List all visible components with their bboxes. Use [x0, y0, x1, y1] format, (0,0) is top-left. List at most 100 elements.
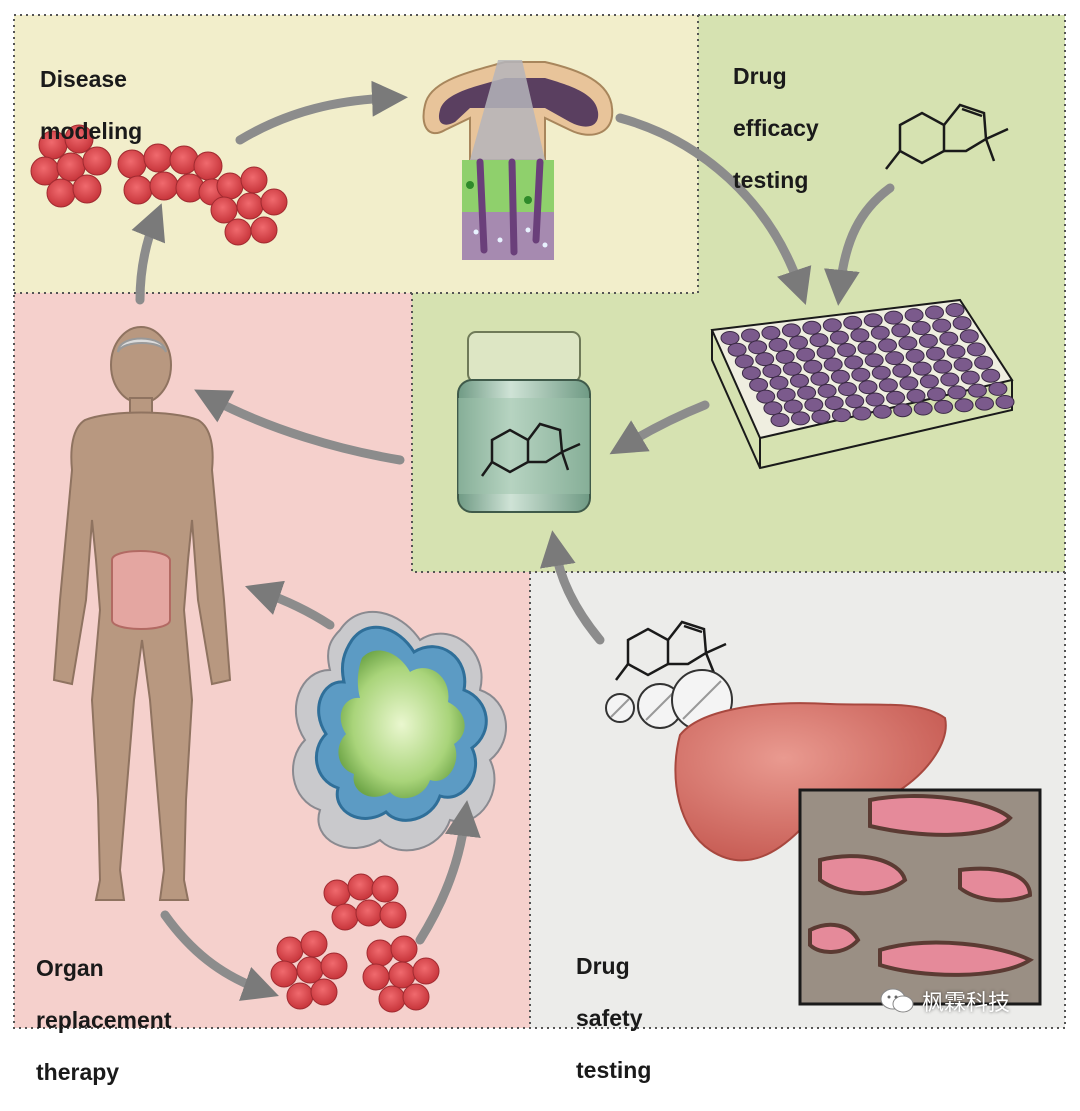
well	[892, 363, 912, 378]
arrow-bottle-to-body	[194, 389, 405, 465]
well	[934, 399, 954, 414]
diagram-stage: Disease modeling Drug efficacy testing O…	[13, 14, 1066, 1085]
label-line: Drug	[733, 63, 787, 89]
region-label-organ-replacement-therapy: Organ replacement therapy	[36, 929, 172, 1111]
well	[906, 388, 926, 403]
well	[775, 349, 795, 364]
well	[768, 337, 788, 352]
label-line: modeling	[40, 118, 143, 144]
well	[817, 383, 837, 398]
well	[995, 395, 1015, 409]
arrow-body-to-clusters	[131, 203, 166, 305]
well	[946, 344, 966, 359]
liver-tissue-inset-icon	[798, 788, 1042, 1006]
wechat-icon	[880, 988, 914, 1013]
arrow-plate-to-bottle	[609, 400, 710, 455]
well	[720, 331, 740, 345]
well	[945, 303, 965, 317]
well	[755, 352, 775, 367]
well	[829, 330, 849, 345]
well	[959, 329, 979, 344]
well	[824, 396, 844, 410]
well	[872, 404, 892, 419]
well	[940, 372, 960, 387]
well	[803, 359, 823, 374]
cell-cluster-icon	[117, 143, 226, 206]
region-label-disease-modeling: Disease modeling	[40, 40, 142, 170]
well	[851, 367, 871, 382]
well	[804, 397, 824, 412]
cell-cluster-icon	[362, 935, 440, 1013]
disease-region-dotted-border	[14, 15, 699, 294]
watermark-text: 枫霖科技	[922, 991, 1011, 1016]
well	[878, 378, 898, 393]
brain-organoid-icon	[422, 60, 614, 260]
well-plate-icon	[710, 298, 1015, 470]
well	[822, 318, 842, 333]
well	[790, 373, 809, 388]
well	[838, 382, 857, 396]
well	[831, 408, 851, 423]
watermark: 枫霖科技	[880, 985, 1010, 1017]
well	[927, 387, 946, 402]
well	[919, 374, 939, 389]
well	[810, 371, 830, 386]
well	[926, 346, 945, 361]
well	[939, 331, 959, 346]
well	[770, 413, 790, 427]
label-line: testing	[733, 167, 809, 193]
label-line: therapy	[36, 1059, 120, 1085]
well	[954, 398, 974, 413]
well	[947, 385, 967, 400]
well	[974, 355, 994, 370]
liver-icon	[674, 702, 947, 862]
molecule-icon	[885, 103, 1009, 170]
well	[734, 354, 754, 369]
well	[782, 361, 802, 376]
well	[741, 328, 760, 343]
well	[864, 353, 884, 368]
well	[966, 342, 986, 357]
label-line: Drug	[576, 953, 630, 979]
well	[843, 315, 863, 330]
well	[891, 323, 911, 338]
drug-bottle-icon	[457, 331, 591, 513]
well	[763, 401, 783, 416]
well	[844, 355, 864, 370]
well	[756, 389, 776, 404]
arrow-organoid-to-body	[244, 580, 335, 630]
well	[863, 313, 883, 328]
arrow-molecule-to-plate	[823, 183, 895, 306]
well	[975, 396, 994, 411]
human-body-icon	[52, 326, 232, 901]
well	[885, 351, 905, 366]
well	[837, 343, 857, 357]
well	[802, 320, 822, 335]
well	[748, 340, 768, 355]
well	[791, 411, 810, 426]
well	[988, 381, 1008, 396]
well	[967, 383, 987, 398]
well	[933, 359, 953, 374]
well	[884, 310, 904, 325]
well	[811, 409, 831, 424]
well	[952, 316, 972, 331]
molecule-icon	[615, 620, 727, 681]
well	[796, 347, 816, 362]
arrow-body-to-bottom-clusters	[160, 910, 279, 1001]
well	[776, 387, 796, 402]
region-label-drug-safety-testing: Drug safety testing	[576, 927, 651, 1109]
intestinal-organoid-icon	[292, 611, 507, 852]
well	[797, 385, 817, 400]
well	[852, 406, 872, 421]
well	[823, 357, 843, 372]
well	[953, 357, 973, 372]
label-line: Organ	[36, 955, 104, 981]
well	[913, 401, 933, 416]
arrow-organoid-to-plate	[615, 113, 812, 306]
well	[960, 370, 980, 385]
cell-cluster-icon	[30, 124, 112, 208]
well	[918, 333, 938, 348]
well	[761, 325, 781, 340]
arrow-clusters-to-organoid-up	[415, 800, 481, 945]
